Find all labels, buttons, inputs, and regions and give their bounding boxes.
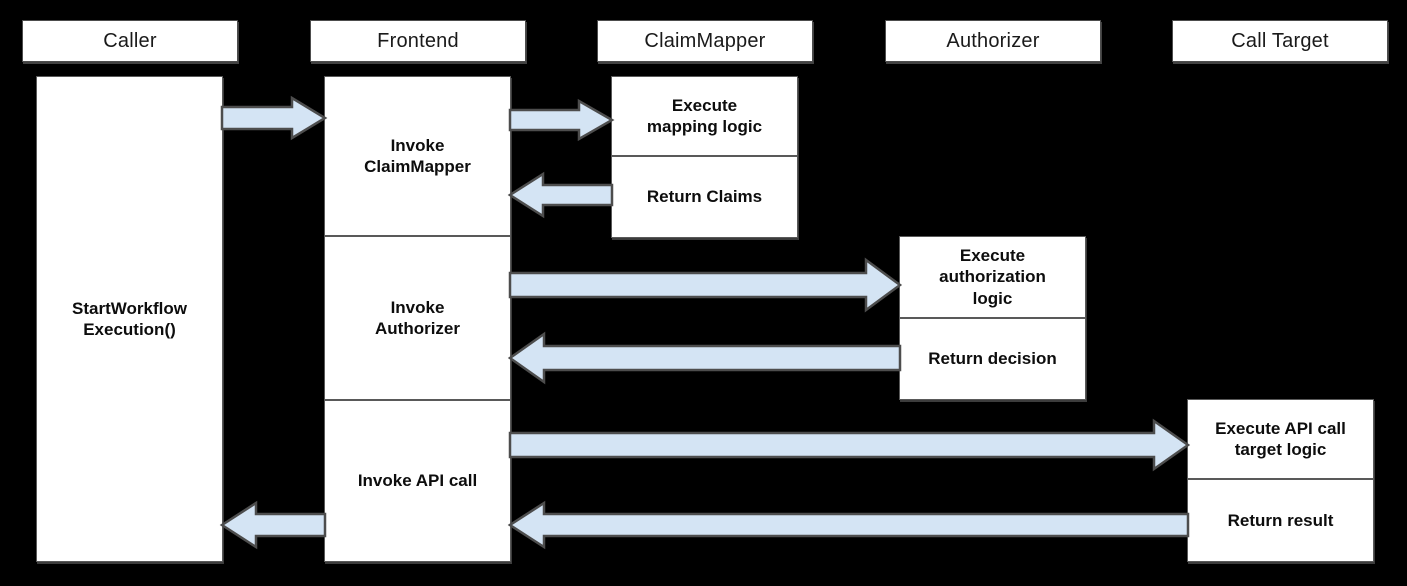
- lane-header-claimmapper: ClaimMapper: [597, 20, 813, 62]
- activation-caller-start-workflow: StartWorkflow Execution(): [36, 76, 223, 562]
- lane-header-calltarget: Call Target: [1172, 20, 1388, 62]
- activation-frontend-invoke-api-call: Invoke API call: [324, 400, 511, 562]
- activation-caller-start-workflow-label: StartWorkflow Execution(): [72, 298, 187, 339]
- activation-calltarget-execute-api-call-target-logic-label: Execute API call target logic: [1215, 418, 1346, 459]
- activation-frontend-invoke-api-call-label: Invoke API call: [357, 471, 478, 491]
- activation-calltarget-return-result-label: Return result: [1227, 510, 1334, 530]
- activation-claimmapper-execute-mapping-logic: Execute mapping logic: [611, 76, 798, 156]
- lane-header-caller-label: Caller: [103, 29, 157, 52]
- arrow-frontend-to-claimmapper: [508, 98, 615, 142]
- lane-header-authorizer-label: Authorizer: [946, 29, 1040, 52]
- activation-authorizer-execute-authorization-logic: Execute authorization logic: [899, 236, 1086, 318]
- arrow-frontend-to-authorizer: [508, 257, 903, 313]
- lane-header-frontend-label: Frontend: [377, 29, 459, 52]
- arrow-authorizer-to-frontend: [507, 331, 902, 385]
- activation-claimmapper-execute-mapping-logic-label: Execute mapping logic: [646, 95, 763, 136]
- activation-authorizer-return-decision: Return decision: [899, 318, 1086, 400]
- arrow-frontend-to-caller: [219, 500, 327, 550]
- arrow-caller-to-frontend: [220, 95, 328, 141]
- activation-calltarget-execute-api-call-target-logic: Execute API call target logic: [1187, 399, 1374, 479]
- activation-calltarget-return-result: Return result: [1187, 479, 1374, 562]
- arrow-frontend-to-calltarget: [508, 418, 1191, 472]
- activation-authorizer-return-decision-label: Return decision: [928, 349, 1057, 369]
- activation-frontend-invoke-claimmapper: Invoke ClaimMapper: [324, 76, 511, 236]
- lane-header-claimmapper-label: ClaimMapper: [644, 29, 766, 52]
- lane-header-caller: Caller: [22, 20, 238, 62]
- activation-frontend-invoke-authorizer-label: Invoke Authorizer: [375, 297, 460, 338]
- activation-frontend-invoke-authorizer: Invoke Authorizer: [324, 236, 511, 400]
- lane-header-frontend: Frontend: [310, 20, 526, 62]
- activation-claimmapper-return-claims-label: Return Claims: [646, 187, 763, 207]
- lane-header-authorizer: Authorizer: [885, 20, 1101, 62]
- activation-frontend-invoke-claimmapper-label: Invoke ClaimMapper: [364, 135, 471, 176]
- lane-header-calltarget-label: Call Target: [1231, 29, 1329, 52]
- activation-claimmapper-return-claims: Return Claims: [611, 156, 798, 238]
- activation-authorizer-execute-authorization-logic-label: Execute authorization logic: [939, 246, 1046, 308]
- arrow-claimmapper-to-frontend: [507, 171, 614, 219]
- arrow-calltarget-to-frontend: [507, 500, 1190, 550]
